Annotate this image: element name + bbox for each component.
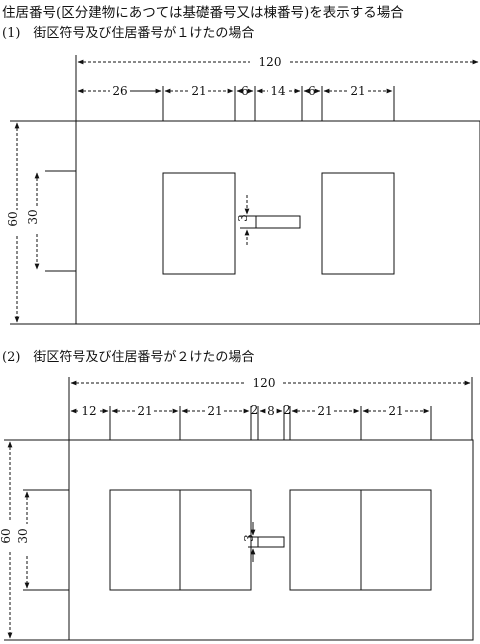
- dim-small-height-2: 3: [242, 534, 256, 542]
- dim-total-2: 120: [253, 376, 276, 390]
- digit-box-1: [162, 172, 236, 275]
- dim-seg3-1: 6: [241, 84, 249, 98]
- dim-height-1: 60: [6, 211, 20, 226]
- plate-outline-2: [68, 439, 474, 641]
- dim-seg5-2: 8: [267, 404, 275, 418]
- dim-inner-height-1: 30: [26, 209, 40, 224]
- dim-seg7-2: 21: [317, 404, 332, 418]
- dim-seg2-2: 21: [137, 404, 152, 418]
- section-2-heading: (2) 街区符号及び住居番号が２けたの場合: [2, 350, 255, 365]
- plate-outline-1: [75, 120, 480, 325]
- digit-box-4: [360, 489, 432, 591]
- dim-seg6-1: 21: [350, 84, 365, 98]
- dim-height-2: 60: [0, 528, 13, 543]
- dim-inner-height-2: 30: [16, 528, 30, 543]
- dim-seg6-2: 2: [283, 403, 291, 417]
- dim-seg1-2: 12: [81, 404, 96, 418]
- digit-box-3: [289, 489, 362, 591]
- section-1-heading: (1) 街区符号及び住居番号が１けたの場合: [2, 26, 255, 41]
- dim-seg2-1: 21: [191, 84, 206, 98]
- hyphen-bar-1: [255, 215, 301, 229]
- diagram-2: 120 12 21 21 2 8 2 21 21 60 30: [0, 376, 474, 641]
- dim-seg4-1: 14: [270, 84, 286, 98]
- dim-total-1: 120: [259, 55, 282, 69]
- digit-box-2: [179, 489, 252, 591]
- dim-seg3-2: 21: [207, 404, 222, 418]
- diagram-1: 120 26 21 6 14 6 21 60 30: [6, 55, 480, 325]
- dim-seg1-1: 26: [112, 84, 127, 98]
- dim-small-height-1: 3: [236, 214, 250, 222]
- hyphen-bar-2: [257, 536, 285, 548]
- digit-box-1: [109, 489, 181, 591]
- digit-box-2: [321, 172, 395, 275]
- dim-seg5-1: 6: [308, 84, 316, 98]
- dim-seg4-2: 2: [251, 403, 259, 417]
- dim-seg8-2: 21: [388, 404, 403, 418]
- page-title: 住居番号(区分建物にあつては基礎番号又は棟番号)を表示する場合: [2, 5, 404, 21]
